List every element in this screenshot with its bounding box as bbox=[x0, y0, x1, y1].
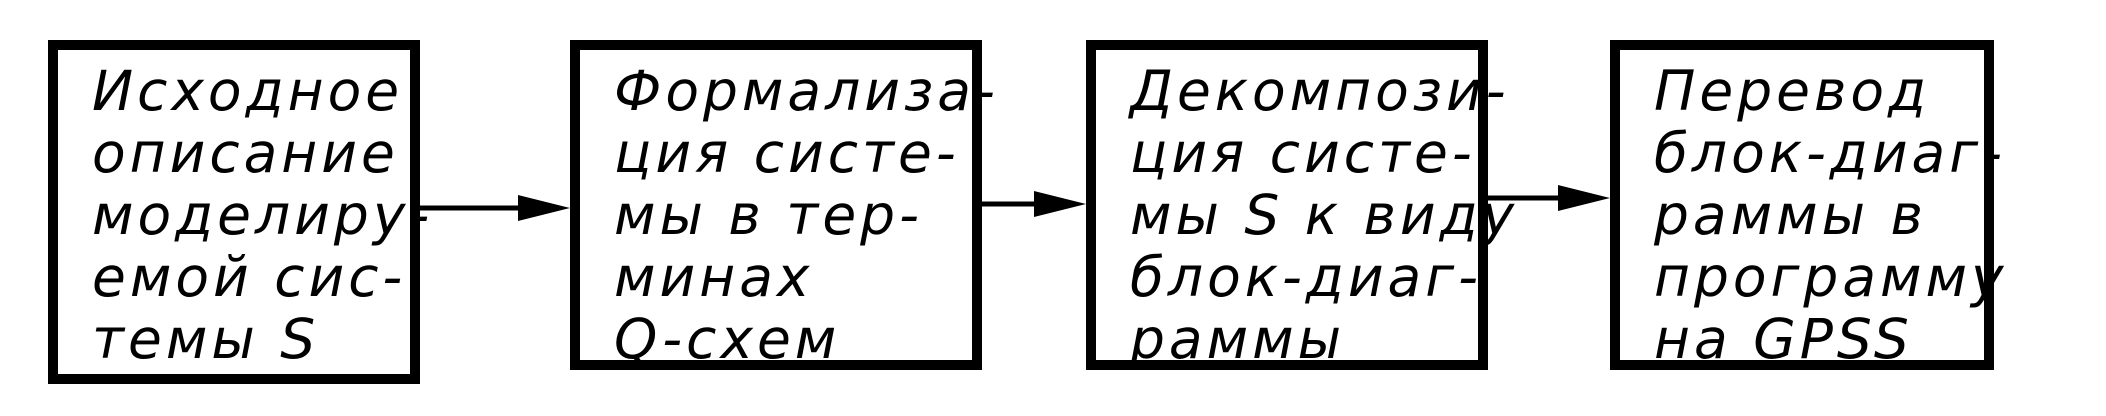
block-4-line-1: Перевод bbox=[1654, 59, 1931, 123]
block-2-line-4: минах bbox=[614, 245, 814, 309]
block-3-line-5: раммы bbox=[1130, 307, 1346, 371]
block-formalization: Формализа- ция систе- мы в тер- минах Q-… bbox=[570, 40, 999, 371]
block-1-line-3: моделиру- bbox=[92, 183, 434, 247]
block-4-line-5: на GPSS bbox=[1654, 307, 1913, 371]
block-1-line-4: емой сис- bbox=[92, 245, 407, 309]
block-3-line-4: блок-диаг- bbox=[1130, 245, 1483, 309]
block-2-line-1: Формализа- bbox=[614, 59, 999, 123]
block-3-line-3: мы S к виду bbox=[1130, 183, 1519, 247]
block-1-line-5: темы S bbox=[92, 307, 320, 371]
block-gpss-translation: Перевод блок-диаг- раммы в программу на … bbox=[1610, 40, 2008, 371]
block-2-line-2: ция систе- bbox=[614, 121, 960, 185]
arrow-3-to-4 bbox=[1488, 185, 1610, 211]
block-2-line-3: мы в тер- bbox=[614, 183, 923, 247]
block-1-line-1: Исходное bbox=[92, 59, 404, 123]
block-source-description: Исходное описание моделиру- емой сис- те… bbox=[48, 40, 434, 384]
block-4-line-3: раммы в bbox=[1654, 183, 1927, 247]
block-1-line-2: описание bbox=[92, 121, 399, 185]
arrow-2-to-3 bbox=[982, 191, 1086, 217]
arrow-2-head bbox=[1034, 191, 1086, 217]
arrow-1-head bbox=[518, 195, 570, 221]
block-decomposition: Декомпози- ция систе- мы S к виду блок-д… bbox=[1086, 40, 1519, 371]
block-3-line-1: Декомпози- bbox=[1130, 59, 1510, 123]
block-4-line-4: программу bbox=[1654, 245, 2008, 309]
block-3-line-2: ция систе- bbox=[1130, 121, 1476, 185]
block-4-line-2: блок-диаг- bbox=[1654, 121, 2007, 185]
arrow-1-to-2 bbox=[420, 195, 570, 221]
block-2-line-5: Q-схем bbox=[614, 307, 841, 371]
arrow-3-head bbox=[1558, 185, 1610, 211]
